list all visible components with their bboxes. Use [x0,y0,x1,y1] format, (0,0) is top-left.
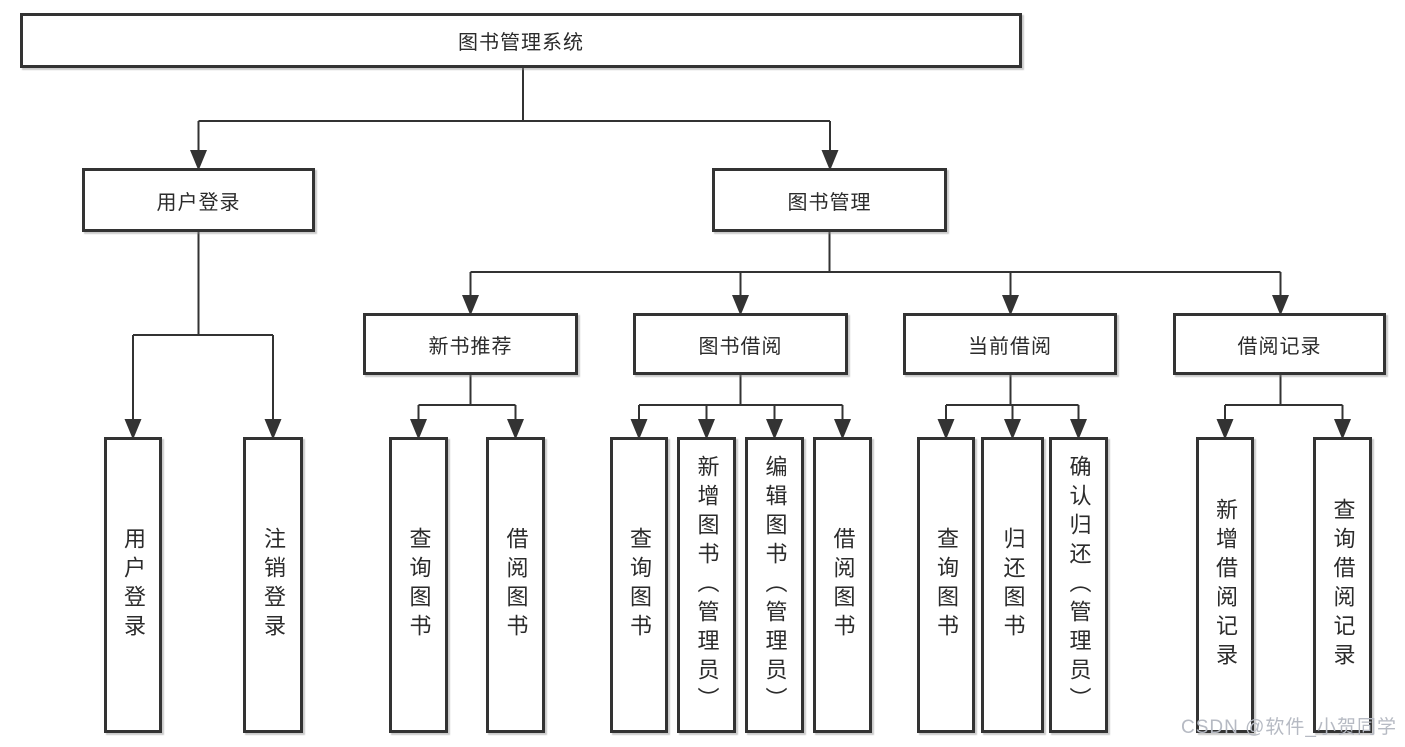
leaf-borrow-borrow-books: 借阅图书 [813,437,872,733]
leaf-logout: 注销登录 [243,437,303,733]
connector-userlogin-to-leaves [124,232,282,440]
leaf-newbook-query-books: 查询图书 [389,437,448,733]
connector-newbook-to-leaves [410,375,524,440]
leaf-current-return-books: 归还图书 [981,437,1044,733]
node-current-borrow: 当前借阅 [903,313,1117,375]
connector-root-to-level2 [190,68,839,171]
leaf-records-add-record: 新增借阅记录 [1196,437,1254,733]
leaf-borrow-edit-books-admin: 编辑图书（管理员） [745,437,804,733]
connector-bookmgmt-to-level3 [462,232,1289,316]
node-user-login: 用户登录 [82,168,315,232]
leaf-newbook-borrow-books: 借阅图书 [486,437,545,733]
leaf-current-query-books: 查询图书 [917,437,975,733]
connector-current-to-leaves [937,375,1087,440]
node-book-borrow: 图书借阅 [633,313,848,375]
node-book-management: 图书管理 [712,168,947,232]
node-borrow-records: 借阅记录 [1173,313,1386,375]
leaf-borrow-add-books-admin: 新增图书（管理员） [677,437,736,733]
leaf-records-query-record: 查询借阅记录 [1313,437,1372,733]
node-new-book-recommend: 新书推荐 [363,313,578,375]
leaf-borrow-query-books: 查询图书 [610,437,668,733]
leaf-current-confirm-return-admin: 确认归还（管理员） [1049,437,1108,733]
csdn-watermark: CSDN @软件_小贺同学 [1181,717,1397,738]
leaf-user-login: 用户登录 [104,437,162,733]
connector-records-to-leaves [1216,375,1351,440]
node-root-library-management-system: 图书管理系统 [20,13,1022,68]
connector-borrow-to-leaves [630,375,851,440]
